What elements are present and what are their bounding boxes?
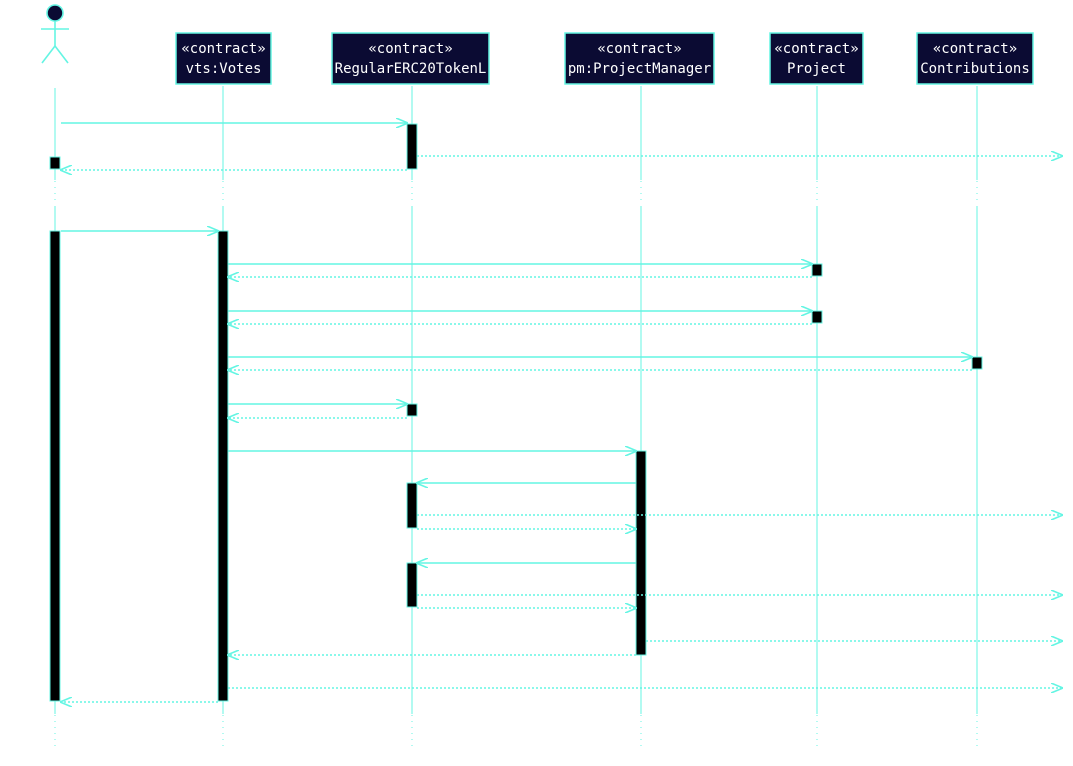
participant-name: vts:Votes xyxy=(186,61,262,77)
activation-bar-token xyxy=(406,403,418,417)
activation-bar-contrib xyxy=(971,356,983,370)
participant-name: RegularERC20TokenL xyxy=(335,61,487,77)
activation-bar-token xyxy=(406,562,418,608)
messages xyxy=(61,123,1062,702)
activation-bar-votes xyxy=(217,230,229,702)
participant-stereotype: «contract» xyxy=(933,41,1017,57)
participant-box xyxy=(769,32,864,85)
participant-box xyxy=(916,32,1034,85)
lifelines xyxy=(54,86,978,750)
participant-box xyxy=(331,32,490,85)
activation-bar-actor xyxy=(49,230,61,702)
participant-stereotype: «contract» xyxy=(368,41,452,57)
participant-contrib[interactable]: «contract» Contributions xyxy=(916,32,1034,85)
participant-token[interactable]: «contract» RegularERC20TokenL xyxy=(331,32,490,85)
activation-bar-project xyxy=(811,310,823,324)
participant-name: pm:ProjectManager xyxy=(568,61,711,77)
participant-stereotype: «contract» xyxy=(774,41,858,57)
activation-bar-token xyxy=(406,123,418,170)
participant-votes[interactable]: «contract» vts:Votes xyxy=(175,32,272,85)
participant-project[interactable]: «contract» Project xyxy=(769,32,864,85)
participant-box xyxy=(564,32,715,85)
activation-bars xyxy=(49,123,983,702)
actor-icon[interactable] xyxy=(41,4,69,64)
activation-bar-actor xyxy=(49,156,61,170)
activation-bar-token xyxy=(406,482,418,529)
participant-box xyxy=(175,32,272,85)
participant-name: Contributions xyxy=(920,61,1030,77)
participant-stereotype: «contract» xyxy=(181,41,265,57)
participant-pm[interactable]: «contract» pm:ProjectManager xyxy=(564,32,715,85)
activation-bar-pm xyxy=(635,450,647,656)
activation-bar-project xyxy=(811,263,823,277)
participant-stereotype: «contract» xyxy=(597,41,681,57)
participant-name: Project xyxy=(787,61,846,77)
